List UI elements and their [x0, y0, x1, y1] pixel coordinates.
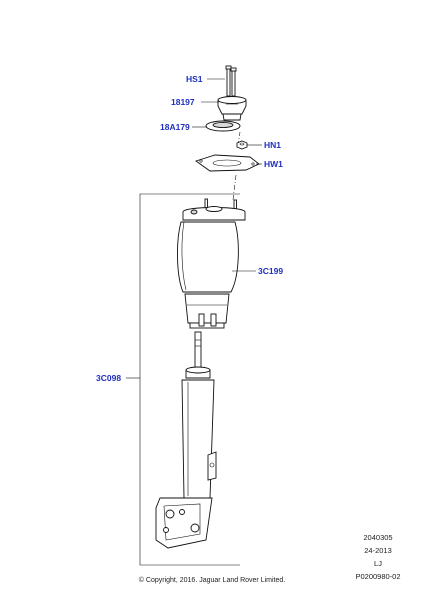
assembly-bracket [139, 193, 240, 566]
bolts-hs1[interactable] [225, 65, 237, 97]
gasket-hw1[interactable] [195, 154, 260, 172]
callout-3c098[interactable]: 3C098 [96, 373, 121, 383]
copyright-notice: © Copyright, 2016. Jaguar Land Rover Lim… [139, 576, 285, 584]
reference-line-2: 24-2013 [364, 546, 392, 555]
air-spring-3c199[interactable] [177, 198, 246, 329]
callout-hn1[interactable]: HN1 [264, 140, 281, 150]
reference-line-1: 2040305 [363, 533, 392, 542]
damper-3c098[interactable] [155, 331, 217, 549]
assembly-axis [232, 174, 237, 201]
callout-hs1[interactable]: HS1 [186, 74, 203, 84]
reference-line-3: LJ [374, 559, 382, 568]
callout-3c199[interactable]: 3C199 [258, 266, 283, 276]
seal-ring-18a179[interactable] [205, 120, 241, 132]
reference-line-4: P0200980-02 [355, 572, 400, 581]
top-mount-18197[interactable] [217, 96, 247, 121]
callout-18a179[interactable]: 18A179 [160, 122, 190, 132]
nut-hn1[interactable] [236, 140, 248, 150]
callout-18197[interactable]: 18197 [171, 97, 195, 107]
callout-hw1[interactable]: HW1 [264, 159, 283, 169]
